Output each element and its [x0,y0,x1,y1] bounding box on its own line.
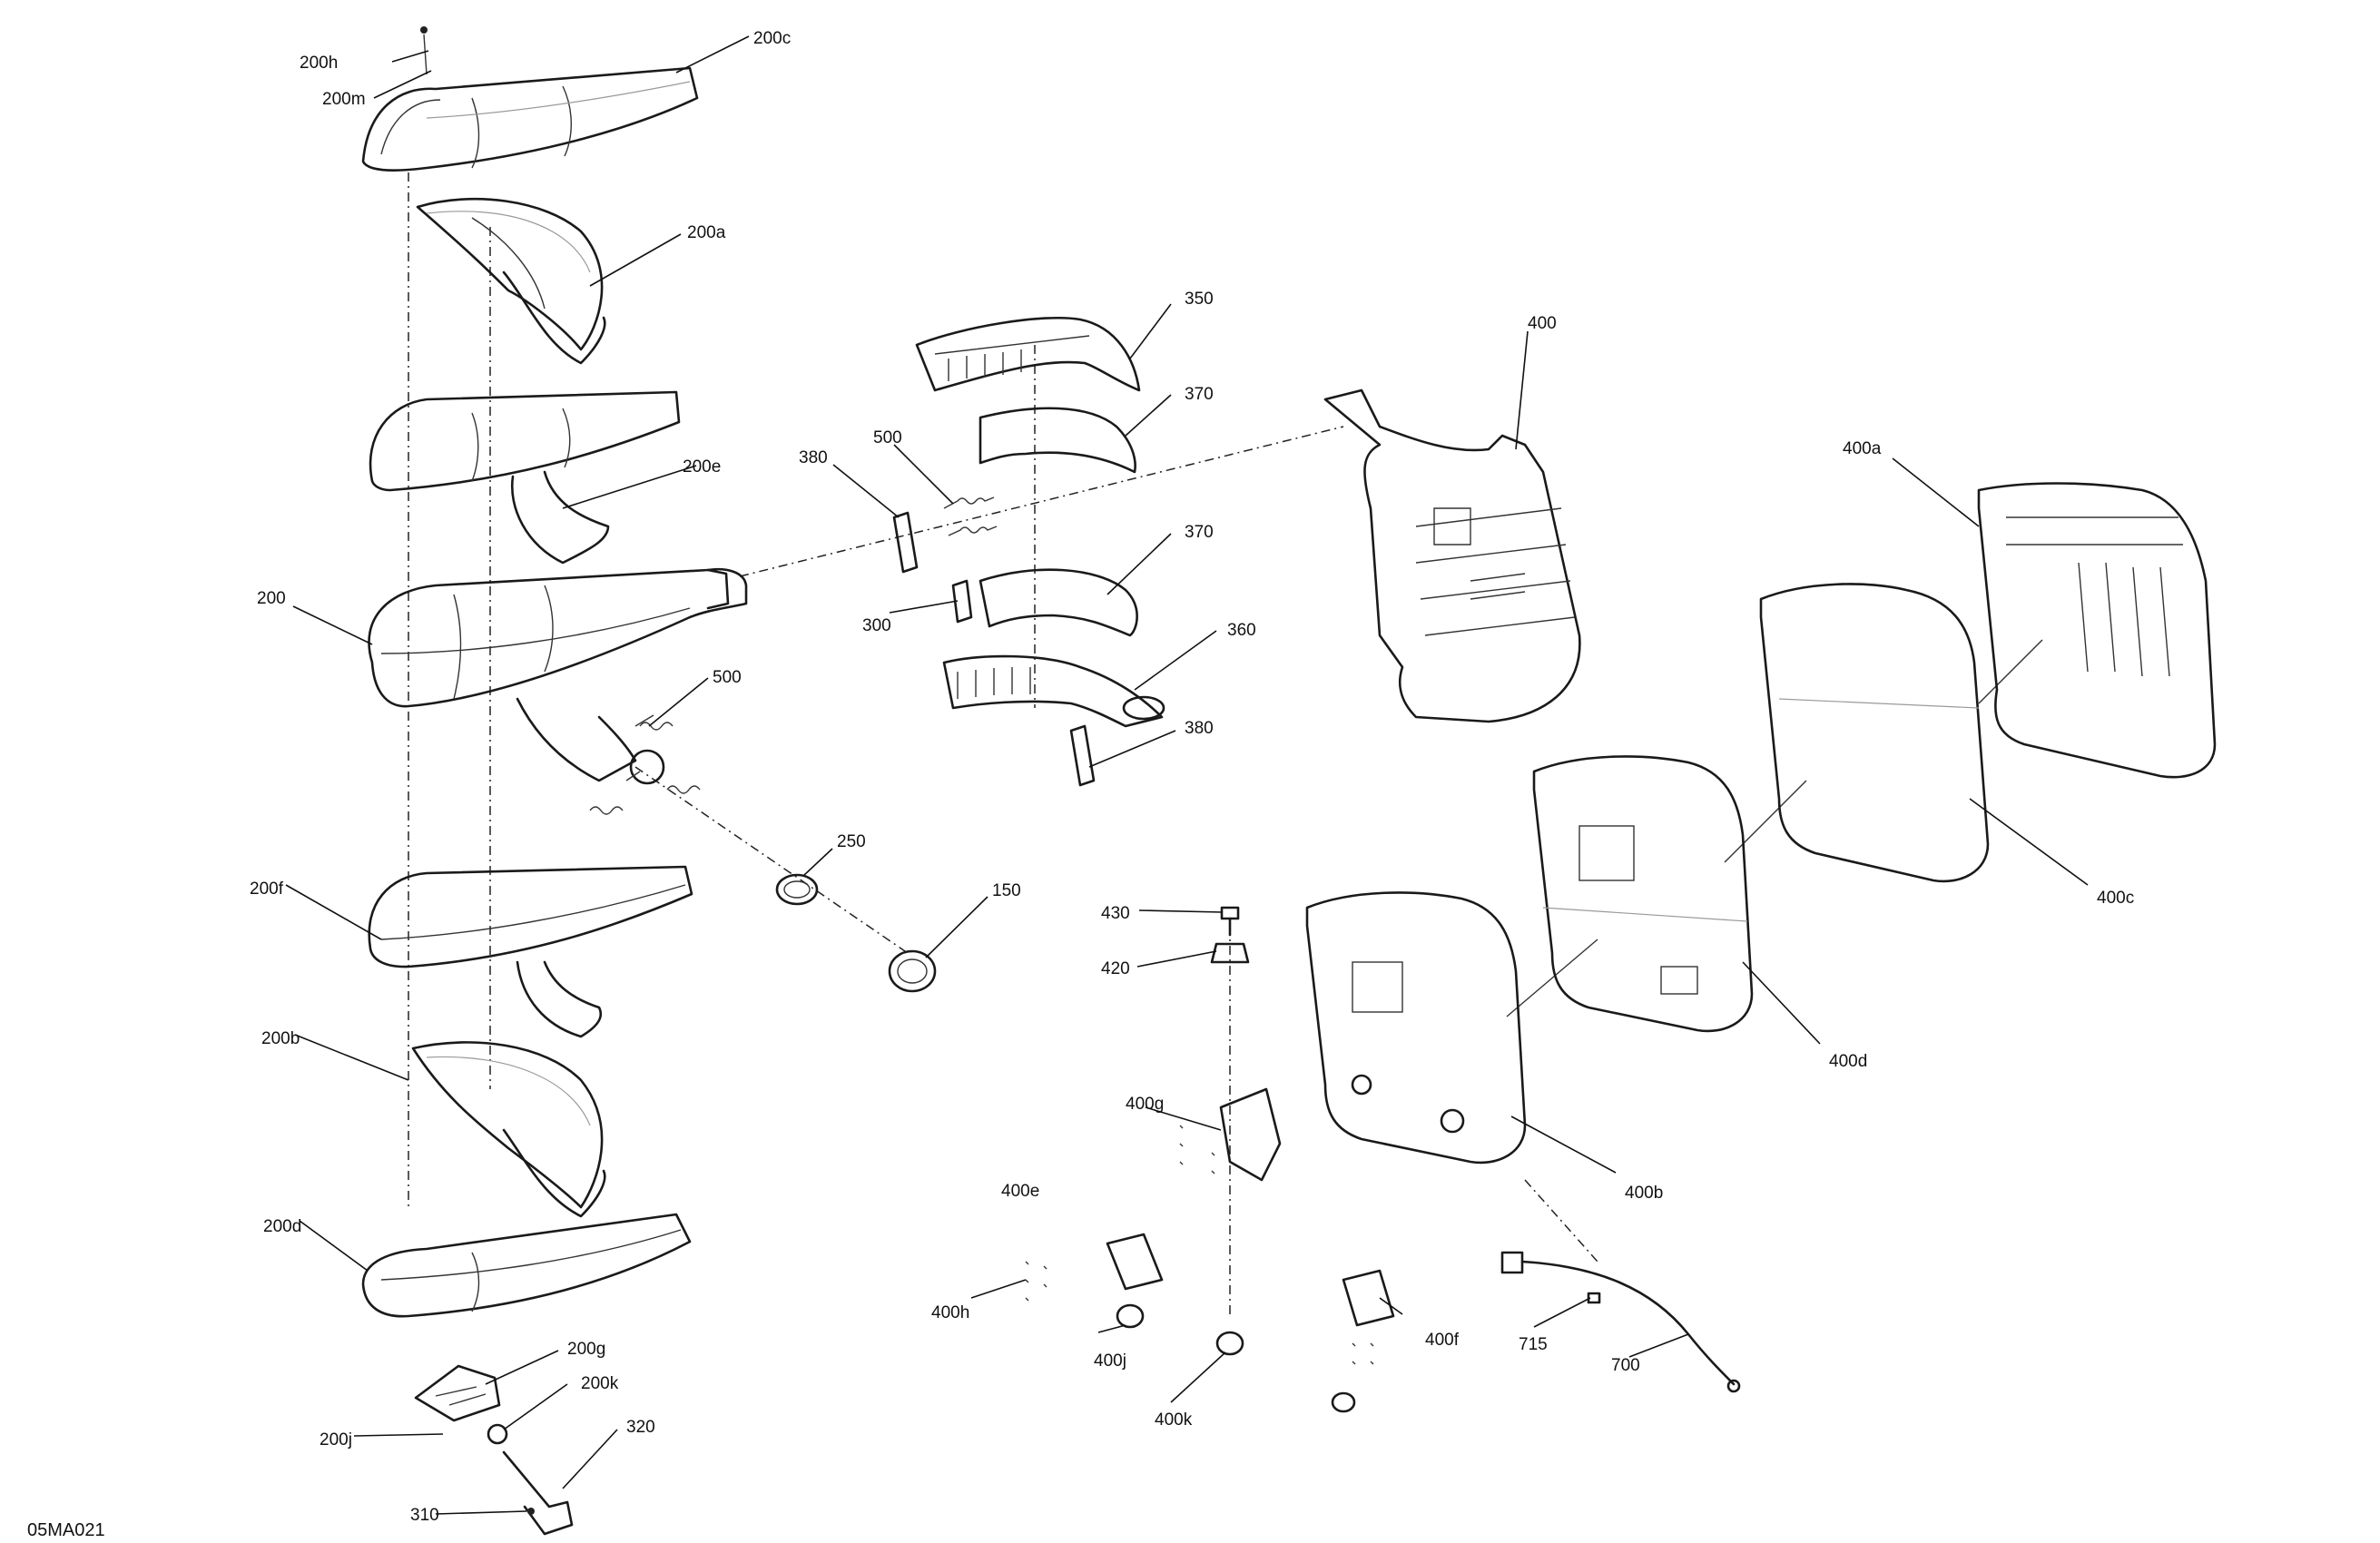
label-500-lower: 500 [713,668,742,687]
part-310-fastener [527,1508,535,1515]
part-labels: 200h 200m 200c 200a 200e 200 200f 200b 2… [27,29,2134,1540]
part-400-muffler [1323,388,1581,723]
part-320-rod [502,1450,574,1536]
part-370-upper-shield [979,407,1136,474]
label-200j: 200j [320,1430,352,1450]
part-350-tube-shield [915,316,1141,392]
label-370-upper: 370 [1185,385,1214,404]
label-715: 715 [1519,1335,1548,1354]
part-200f-shield [368,865,693,1038]
part-200d-shield [361,1213,692,1318]
label-400d: 400d [1829,1052,1867,1071]
label-200h: 200h [300,54,338,73]
label-250: 250 [837,832,866,851]
label-400b: 400b [1625,1184,1663,1203]
label-380-lower: 380 [1185,719,1214,738]
part-380-clip-lower [1069,724,1096,787]
part-380-clip-upper [892,511,919,574]
part-360-tube [942,654,1165,728]
label-400k: 400k [1155,1410,1193,1430]
label-200d: 200d [263,1217,301,1236]
part-400b-inner-cover [1305,891,1527,1165]
label-200b: 200b [261,1029,300,1048]
part-150-seal [888,949,937,993]
part-200g-bracket [414,1364,501,1422]
part-500-springs-upper [943,496,998,536]
label-200m: 200m [322,90,366,109]
part-400e-bracket [1025,1233,1164,1302]
part-250-seal [775,873,819,906]
label-430: 430 [1101,904,1130,923]
part-200k-grommet [487,1423,508,1445]
part-200e-shield [369,390,681,565]
part-420-damper [1210,942,1250,964]
label-200f: 200f [250,880,284,899]
label-320: 320 [626,1418,655,1437]
leader-lines [285,35,2089,1515]
label-150: 150 [992,881,1021,900]
label-420: 420 [1101,959,1130,978]
label-200g: 200g [567,1340,605,1359]
label-700: 700 [1611,1356,1640,1375]
alignment-lines [408,172,2043,1316]
part-200b-shield [411,1041,606,1218]
part-200c-top-shield [361,26,699,172]
part-400d-cover [1532,755,1754,1033]
part-715-clip [1587,1292,1601,1304]
part-400g-bracket [1179,1087,1282,1182]
label-350: 350 [1185,290,1214,309]
part-370-lower-shield [979,568,1138,637]
part-400c-cover [1759,583,1990,883]
label-400f: 400f [1425,1331,1460,1350]
label-200a: 200a [687,223,726,242]
label-200c: 200c [753,29,791,48]
label-360: 360 [1227,621,1256,640]
label-300: 300 [862,616,891,635]
label-200e: 200e [683,457,721,477]
label-200: 200 [257,589,286,608]
part-400a-outer-cover [1977,482,2217,779]
label-400j: 400j [1094,1351,1126,1371]
label-400g: 400g [1126,1095,1164,1114]
label-500-upper: 500 [873,428,902,447]
part-400k-damper [1215,1331,1244,1356]
part-400f-bracket [1331,1269,1395,1413]
label-380-upper: 380 [799,448,828,467]
part-400j-damper [1116,1303,1145,1329]
label-400c: 400c [2097,889,2134,908]
part-300-clamp [951,579,973,624]
part-200a-shield [416,197,606,365]
label-400: 400 [1528,314,1557,333]
label-310: 310 [410,1506,439,1525]
label-400h: 400h [931,1303,969,1322]
part-430-bolt [1220,906,1240,937]
part-200-main-shield [368,567,748,785]
label-200k: 200k [581,1374,619,1393]
label-370-lower: 370 [1185,523,1214,542]
label-400a: 400a [1843,439,1882,458]
part-700-sensor-cable [1500,1251,1741,1393]
part-500-springs-lower [589,722,701,815]
drawing-code: 05MA021 [27,1520,105,1540]
label-400e: 400e [1001,1182,1039,1201]
